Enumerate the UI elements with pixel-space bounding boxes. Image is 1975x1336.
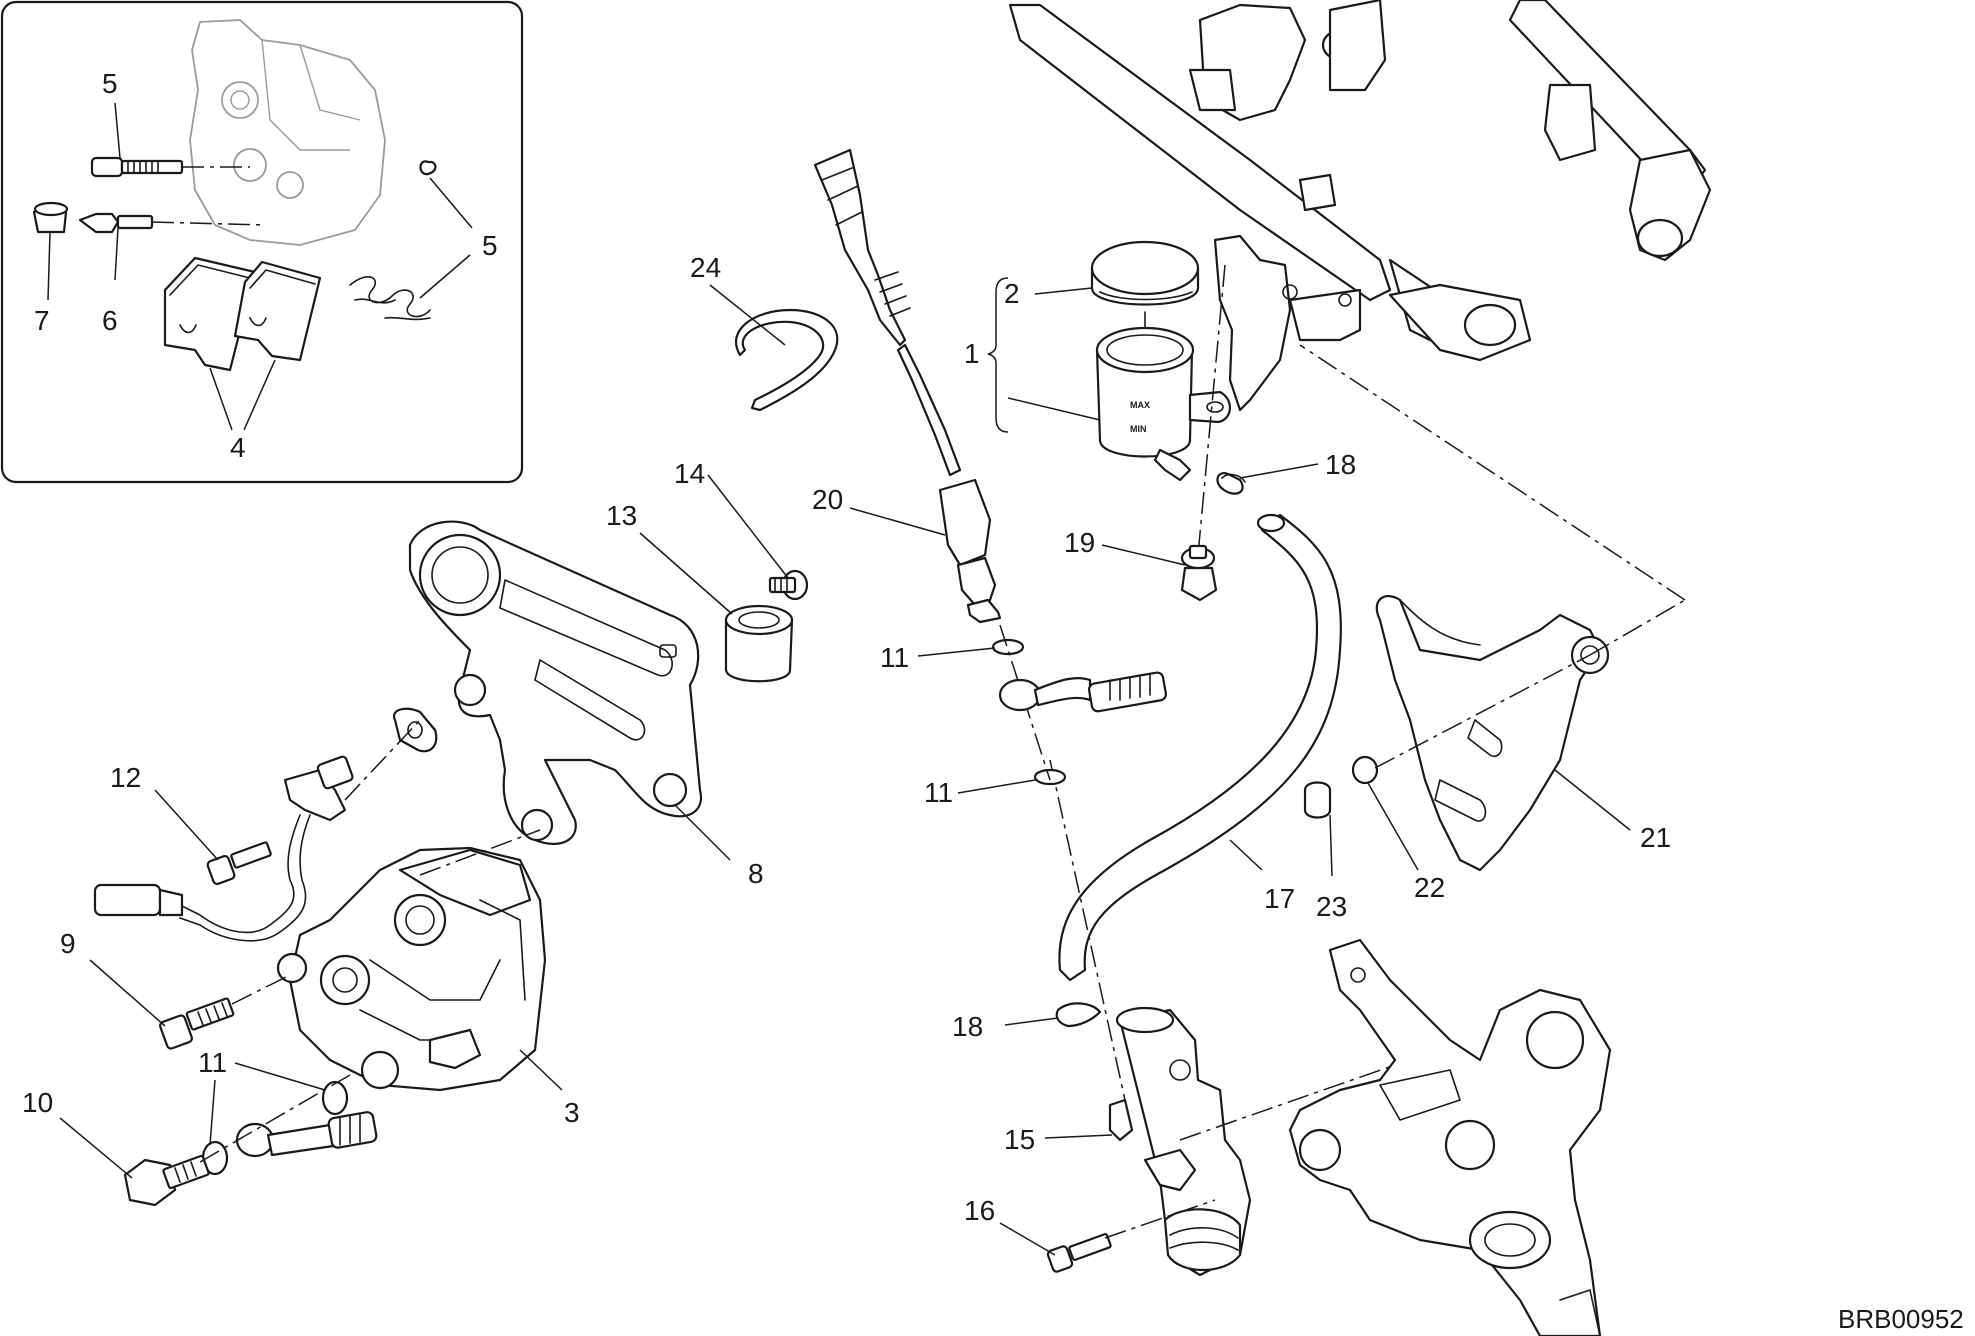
callout-17: 17 [1264, 883, 1295, 914]
callout-23: 23 [1316, 891, 1347, 922]
banjo-bolt [123, 1154, 210, 1207]
rear-master-cylinder [1108, 1006, 1252, 1277]
reservoir-hose [1058, 513, 1342, 982]
rear-frame-section [1008, 0, 1712, 412]
callout-14: 14 [674, 458, 705, 489]
bushing-screw [768, 569, 809, 601]
banjo-fitting-caliper [235, 1111, 378, 1158]
leader-lines [47, 102, 1631, 1256]
callout-11-mid: 11 [924, 777, 953, 808]
inset-pad-spring [349, 276, 431, 321]
reservoir-min-mark: MIN [1130, 424, 1147, 434]
abs-speed-sensor [93, 719, 421, 942]
callout-3: 3 [564, 1097, 580, 1128]
guard-spacer [1303, 781, 1332, 819]
callout-labels: 1 2 3 4 5 5 6 7 8 9 10 11 11 11 12 13 14… [22, 68, 1671, 1226]
callout-5-clip: 5 [482, 230, 498, 261]
callout-6: 6 [102, 305, 118, 336]
callout-4: 4 [230, 432, 246, 463]
callout-24: 24 [690, 252, 721, 283]
inset-bleed-cap [32, 201, 69, 234]
callout-9: 9 [60, 928, 76, 959]
callout-22: 22 [1414, 872, 1445, 903]
sensor-shim [392, 707, 438, 753]
callout-12: 12 [110, 762, 141, 793]
inset-bleed-screw [90, 156, 250, 178]
callout-1: 1 [964, 338, 980, 369]
inset-bleed-valve [78, 212, 266, 234]
inset-caliper-outline [189, 19, 386, 246]
hose-clip [734, 308, 839, 412]
reservoir-bolt [1180, 544, 1218, 602]
master-cylinder-bolt [1046, 1199, 1216, 1273]
caliper-detail-inset [0, 0, 524, 484]
callout-5-bleed: 5 [102, 68, 118, 99]
stop-light-switch [813, 148, 1002, 624]
footrest-bracket [1288, 938, 1612, 1336]
crush-washer-mid [1033, 768, 1067, 786]
crush-washer-upper [991, 638, 1025, 656]
heel-guard [1375, 595, 1610, 872]
hose-end-top [1256, 513, 1286, 533]
clamp-upper [1216, 472, 1246, 495]
assembly-bracket [987, 277, 1009, 433]
callout-19: 19 [1064, 527, 1095, 558]
caliper-bolt [159, 974, 291, 1050]
callout-13: 13 [606, 500, 637, 531]
callout-15: 15 [1004, 1124, 1035, 1155]
crush-washer-caliper [321, 1080, 349, 1116]
caliper-carrier-bracket [408, 520, 703, 845]
reservoir-max-mark: MAX [1130, 400, 1150, 410]
callout-7: 7 [34, 305, 50, 336]
clamp-lower [1055, 1002, 1102, 1028]
callout-20: 20 [812, 484, 843, 515]
callout-10: 10 [22, 1087, 53, 1118]
banjo-fitting-upper [998, 671, 1168, 713]
drawing-code: BRB00952 [1838, 1304, 1964, 1334]
callout-2: 2 [1004, 278, 1020, 309]
inset-brake-pads [163, 256, 322, 372]
guard-washer [1351, 755, 1379, 785]
callout-21: 21 [1640, 822, 1671, 853]
brake-fluid-reservoir: MAX MIN [1090, 240, 1231, 482]
callout-8: 8 [748, 858, 764, 889]
bracket-bushing [724, 604, 794, 683]
callout-18-lower: 18 [952, 1011, 983, 1042]
callout-11-upper: 11 [880, 642, 909, 673]
callout-16: 16 [964, 1195, 995, 1226]
callout-18-upper: 18 [1325, 449, 1356, 480]
rear-brake-caliper [276, 846, 547, 1092]
inset-small-clip [419, 160, 437, 176]
callout-11-caliper: 11 [198, 1047, 227, 1078]
sensor-bolt [206, 841, 272, 886]
